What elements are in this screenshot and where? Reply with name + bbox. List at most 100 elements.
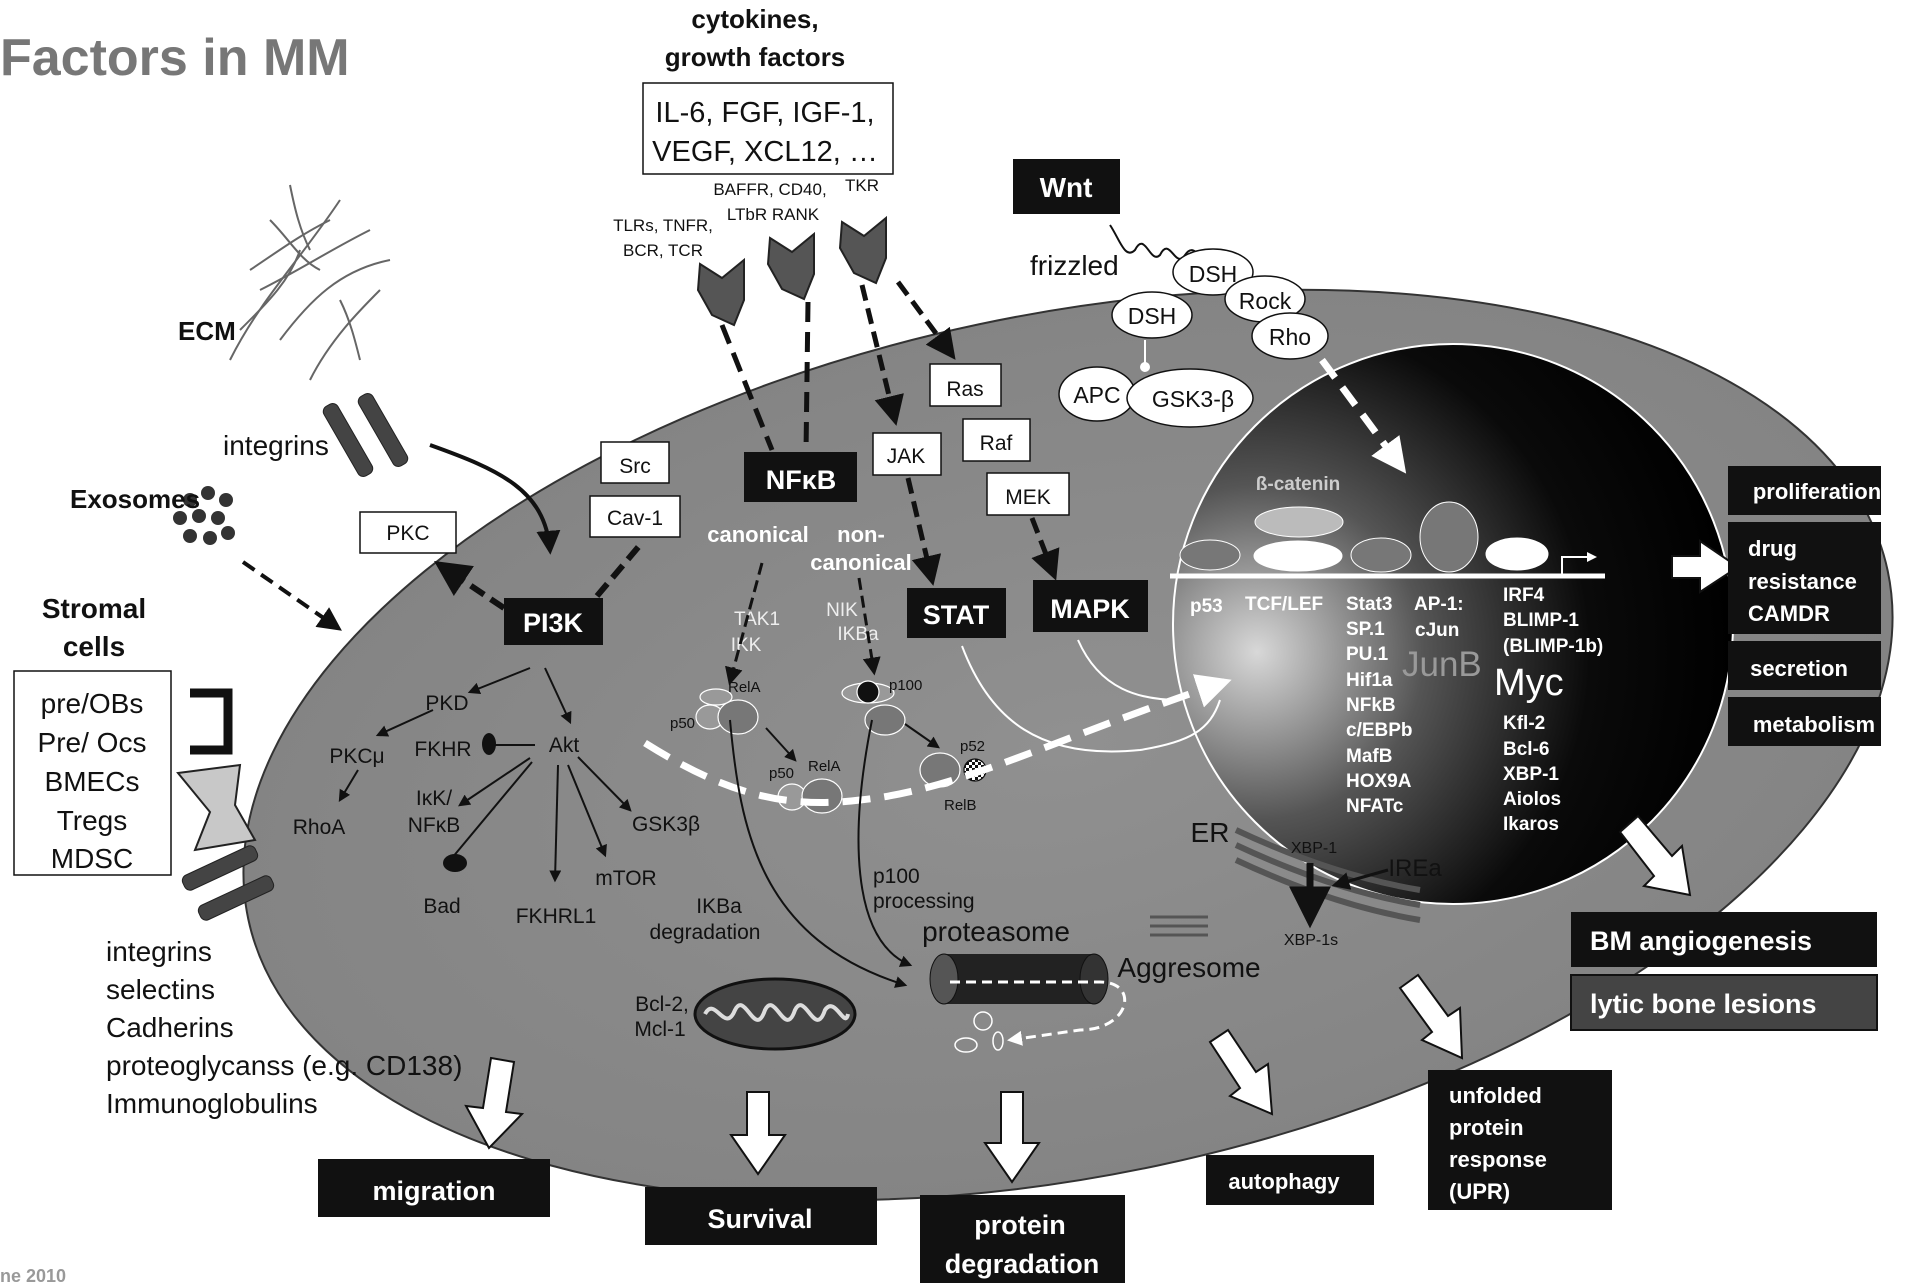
proteasome-label: proteasome (922, 916, 1070, 947)
migration-box (318, 1159, 550, 1217)
p53-ellipse (1179, 539, 1241, 571)
proliferation-box (1728, 466, 1881, 515)
gsk3b-label: GSK3-β (1152, 386, 1234, 412)
ikk-label: IKK (731, 635, 762, 656)
protein-degradation-label-1: protein (974, 1210, 1066, 1240)
p50-label-2: p50 (769, 765, 794, 782)
secretion-box (1728, 641, 1881, 690)
svg-text:Aiolos: Aiolos (1503, 789, 1561, 810)
wnt-label: Wnt (1040, 172, 1093, 203)
svg-text:NFkB: NFkB (1346, 695, 1396, 716)
svg-text:Kfl-2: Kfl-2 (1503, 713, 1545, 734)
p50-label: p50 (670, 715, 695, 732)
jak-box (872, 432, 942, 476)
autophagy-label: autophagy (1228, 1169, 1340, 1194)
stromal-item: pre/OBs (41, 688, 144, 719)
cav1-pi3k-link (594, 543, 643, 598)
nfkb-to-nucleus-arrow (643, 674, 1232, 806)
metabolism-label: metabolism (1753, 712, 1875, 737)
cytokines-header-1: cytokines, (691, 4, 818, 34)
canonical-arrow (725, 562, 764, 686)
bracket-receptor (190, 688, 233, 755)
cytokines-box (642, 82, 894, 175)
svg-text:c/EBPb: c/EBPb (1346, 720, 1413, 741)
p100-processing-arrow (857, 719, 913, 967)
drug-resistance-label-1: drug (1748, 536, 1797, 561)
angiogenesis-label: BM angiogenesis (1590, 926, 1812, 956)
stat-box (907, 588, 1006, 638)
p53-label: p53 (1190, 596, 1223, 617)
mapk-to-nucleus-line (1077, 639, 1181, 701)
autophagy-box (1206, 1155, 1374, 1205)
src-box (600, 441, 670, 484)
wnt-to-nucleus-arrow (1319, 357, 1407, 474)
noncanonical-arrow (857, 577, 881, 676)
stromal-label-1: Stromal (42, 593, 146, 624)
ikba-degradation-label-2: degradation (650, 921, 761, 944)
bcl2-label-2: Mcl-1 (634, 1018, 685, 1041)
nfkb-complexes (695, 680, 987, 814)
mitochondrion-icon (693, 977, 857, 1051)
jak-label: JAK (887, 445, 926, 468)
apc-label: APC (1073, 382, 1120, 408)
tkr-to-ras-arrow (895, 280, 956, 360)
rho-node (1251, 312, 1329, 360)
proteasome-icon (929, 953, 1109, 1005)
dsh-node-2 (1111, 291, 1193, 339)
xbp1-label: XBP-1 (1291, 840, 1337, 857)
svg-text:(UPR): (UPR) (1449, 1179, 1510, 1204)
stat-to-nucleus-line (961, 645, 1221, 753)
secretion-label: secretion (1750, 656, 1848, 681)
integrin-to-pi3k-arrow (429, 443, 561, 555)
svg-text:SP.1: SP.1 (1346, 619, 1385, 640)
noncanonical-label-1: non- (837, 522, 885, 547)
frizzled-receptor (1109, 224, 1211, 260)
stromal-item: MDSC (51, 843, 133, 874)
integrin-receptor-top (322, 393, 409, 477)
canonical-release-arrow (765, 727, 797, 762)
page-title: Factors in MM (0, 29, 350, 87)
p100-processing-label-1: p100 (873, 865, 920, 888)
dsh-apc-link-end (1140, 362, 1150, 372)
p52-label: p52 (960, 738, 985, 755)
receptor-baffr-label-2: LTbR RANK (727, 205, 820, 224)
pkd-label: PKD (425, 692, 468, 715)
pkcmu-label: PKCμ (329, 745, 384, 768)
stromal-item: Tregs (57, 805, 128, 836)
receptor-to-nfkb-arrows (719, 301, 811, 453)
stromal-cells-box (13, 670, 172, 876)
ikba-degradation-label-1: IKBa (696, 895, 742, 918)
canonical-label: canonical (707, 522, 808, 547)
dsh-label-2: DSH (1128, 303, 1177, 329)
xbp1s-label: XBP-1s (1284, 932, 1338, 949)
irea-arrow (1331, 868, 1389, 890)
bad-label: Bad (423, 895, 460, 918)
stromal-item: BMECs (45, 766, 140, 797)
pkc-label: PKC (386, 522, 429, 545)
protein-degradation-box (920, 1195, 1125, 1283)
mtor-label: mTOR (595, 867, 656, 890)
rhoa-label: RhoA (293, 816, 346, 839)
exosomes-cluster (173, 486, 235, 545)
svg-text:unfolded: unfolded (1449, 1083, 1542, 1108)
svg-text:response: response (1449, 1147, 1547, 1172)
adhesion-item: integrins (106, 936, 212, 967)
noncanonical-release-arrow (904, 723, 940, 749)
raf-box (962, 418, 1031, 462)
ap1-label: AP-1: (1414, 594, 1464, 615)
lytic-lesions-label: lytic bone lesions (1590, 989, 1817, 1019)
nfkb-box (744, 452, 857, 502)
stat-family-list: Stat3 SP.1 PU.1 Hif1a NFkB c/EBPb MafB H… (1346, 594, 1413, 817)
receptor-baffr-label-1: BAFFR, CD40, (713, 180, 826, 199)
tcf-label: TCF/LEF (1245, 594, 1323, 615)
upr-box (1428, 1070, 1612, 1210)
receptor-tlr-label-2: BCR, TCR (623, 241, 703, 260)
integrin-receptor-bottom (181, 845, 275, 921)
receptor-tlr-label-1: TLRs, TNFR, (613, 216, 713, 235)
wnt-complex (1058, 248, 1329, 428)
svg-text:(BLIMP-1b): (BLIMP-1b) (1503, 636, 1603, 657)
cytokines-list-2: VEGF, XCL12, … (652, 136, 878, 168)
cytokines-header-2: growth factors (665, 42, 846, 72)
svg-text:protein: protein (1449, 1115, 1524, 1140)
